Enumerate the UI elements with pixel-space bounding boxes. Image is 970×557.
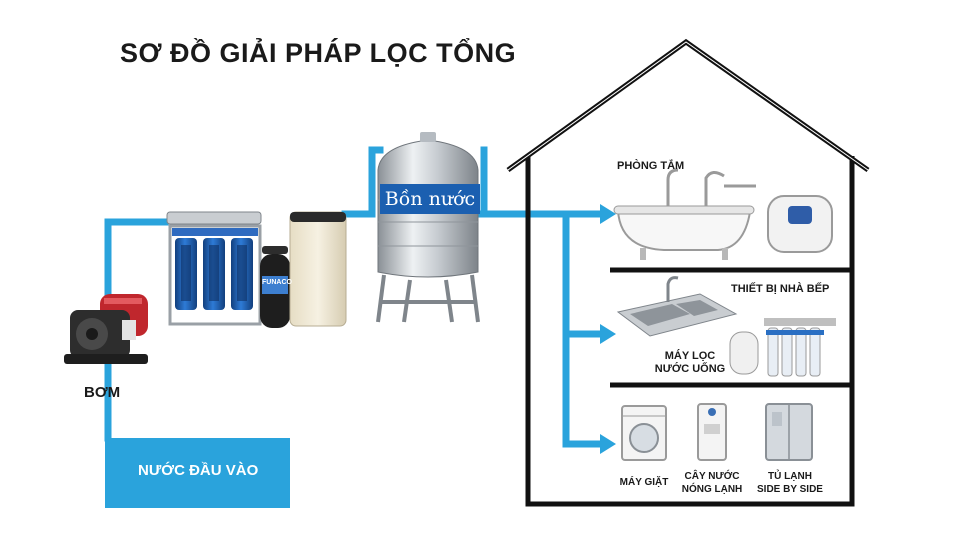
washing-machine-icon: [621, 405, 667, 461]
house-roof-inner: [507, 41, 869, 171]
pipes: [104, 146, 604, 448]
pipe-branch-main: [562, 210, 604, 448]
label-ro-line1: MÁY LỌC: [664, 350, 716, 362]
ro-purifier-icon: [729, 318, 836, 377]
label-fridge-line1: TỦ LẠNH: [768, 471, 812, 482]
label-washer: MÁY GIẶT: [619, 477, 669, 488]
label-dispenser: CÂY NƯỚC NÓNG LẠNH: [676, 470, 748, 496]
pipe-inlet-to-pump: [104, 218, 169, 442]
label-fridge-line2: SIDE BY SIDE: [757, 484, 823, 495]
prefilter-rack-icon: [166, 211, 262, 326]
tank-label: Bồn nước: [380, 184, 480, 214]
label-fridge: TỦ LẠNH SIDE BY SIDE: [752, 470, 828, 496]
arrow-bathroom: [600, 204, 616, 224]
water-heater-icon: [767, 195, 833, 253]
pump-label: BƠM: [84, 384, 121, 401]
pump-icon: [64, 294, 148, 364]
fridge-icon: [765, 403, 813, 461]
label-kitchen: THIẾT BỊ NHÀ BẾP: [731, 283, 830, 295]
inlet-box: [105, 438, 290, 508]
softener-brand: FUNACO: [262, 279, 292, 286]
arrow-laundry: [600, 434, 616, 454]
label-dispenser-line1: CÂY NƯỚC: [684, 471, 740, 482]
label-bathroom: PHÒNG TẮM: [617, 160, 685, 172]
page-title: SƠ ĐỒ GIẢI PHÁP LỌC TỔNG: [120, 38, 517, 68]
pipe-arrows: [600, 204, 616, 454]
house-roof-outer: [506, 38, 870, 173]
kitchen-sink-icon: [616, 276, 738, 337]
arrow-kitchen: [600, 324, 616, 344]
label-ro-purifier: MÁY LỌC NƯỚC UỐNG: [650, 350, 730, 376]
bathtub-icon: [613, 168, 756, 260]
pipe-softener-to-tank: [341, 146, 384, 218]
water-dispenser-icon: [697, 403, 727, 461]
house-wall-outer: [525, 156, 855, 507]
label-dispenser-line2: NÓNG LẠNH: [681, 484, 743, 495]
house: [506, 38, 870, 507]
label-ro-line2: NƯỚC UỐNG: [654, 363, 726, 375]
water-tank-icon: [376, 132, 480, 323]
softener-icon: [260, 211, 347, 328]
inlet-label: NƯỚC ĐẦU VÀO: [138, 462, 259, 479]
